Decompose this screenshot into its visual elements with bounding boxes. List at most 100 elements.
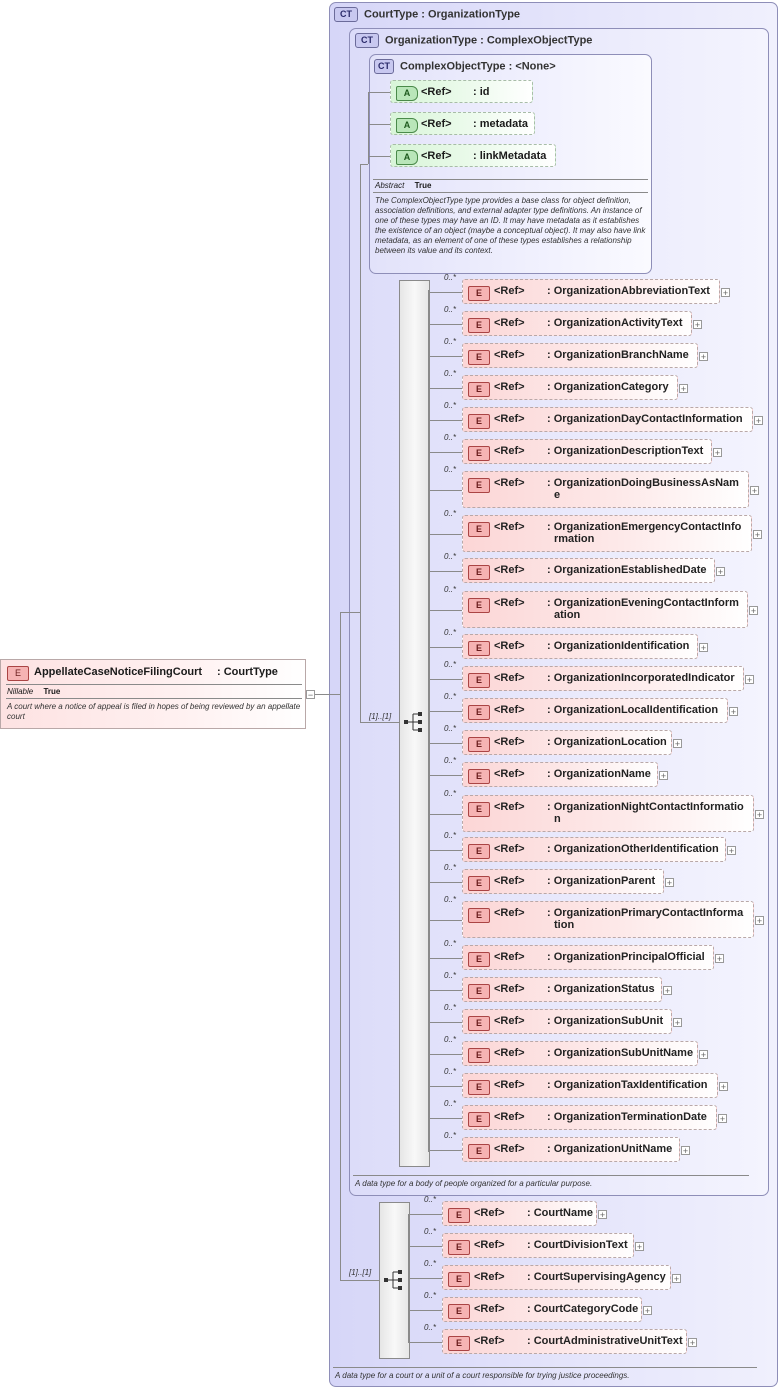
element-icon: E xyxy=(448,1208,470,1223)
expand-icon[interactable]: + xyxy=(663,986,672,996)
element-ref-box[interactable]: E<Ref>: OrganizationStatus xyxy=(462,977,662,1002)
expand-icon[interactable]: + xyxy=(750,486,759,496)
element-icon: E xyxy=(468,1048,490,1063)
expand-icon[interactable]: + xyxy=(672,1274,681,1284)
element-ref-box[interactable]: E<Ref>: OrganizationDayContactInformatio… xyxy=(462,407,753,432)
expand-icon[interactable]: + xyxy=(713,448,722,458)
element-ref-box[interactable]: E<Ref>: OrganizationPrimaryContactInform… xyxy=(462,901,754,938)
element-ref: <Ref> xyxy=(494,983,525,995)
element-ref-box[interactable]: E<Ref>: OrganizationLocalIdentification xyxy=(462,698,728,723)
expand-icon[interactable]: + xyxy=(688,1338,697,1348)
element-connector xyxy=(428,292,462,293)
element-name: : CourtName xyxy=(527,1207,593,1219)
attribute-icon: A xyxy=(396,86,418,101)
expand-icon[interactable]: + xyxy=(718,1114,727,1124)
complex-object-type-title[interactable]: ComplexObjectType : <None> xyxy=(400,60,556,73)
element-name-line2: e xyxy=(554,489,561,501)
element-ref-box[interactable]: E<Ref>: OrganizationIncorporatedIndicato… xyxy=(462,666,744,691)
expand-icon[interactable]: + xyxy=(715,954,724,964)
element-ref-box[interactable]: E<Ref>: CourtCategoryCode xyxy=(442,1297,642,1322)
element-ref: <Ref> xyxy=(494,907,525,919)
element-ref: <Ref> xyxy=(474,1335,505,1347)
element-ref-box[interactable]: E<Ref>: OrganizationIdentification xyxy=(462,634,698,659)
expand-icon[interactable]: + xyxy=(665,878,674,888)
element-ref-box[interactable]: E<Ref>: OrganizationPrincipalOfficial xyxy=(462,945,714,970)
element-name-line1: : CourtDivisionText xyxy=(527,1239,628,1251)
sequence-icon xyxy=(384,1270,402,1290)
element-ref-box[interactable]: E<Ref>: CourtAdministrativeUnitText xyxy=(442,1329,687,1354)
element-cardinality: 0..* xyxy=(424,1323,437,1332)
element-ref-box[interactable]: E<Ref>: OrganizationAbbreviationText xyxy=(462,279,720,304)
expand-icon[interactable]: + xyxy=(699,643,708,653)
expand-icon[interactable]: + xyxy=(755,916,764,926)
organization-type-doc: A data type for a body of people organiz… xyxy=(355,1179,593,1188)
element-ref: <Ref> xyxy=(494,597,525,609)
complex-type-icon: CT xyxy=(334,7,358,22)
expand-icon[interactable]: + xyxy=(699,352,708,362)
expand-icon[interactable]: + xyxy=(681,1146,690,1156)
element-ref-box[interactable]: E<Ref>: OrganizationBranchName xyxy=(462,343,698,368)
element-ref-box[interactable]: E<Ref>: OrganizationName xyxy=(462,762,658,787)
expand-icon[interactable]: + xyxy=(693,320,702,330)
expand-icon[interactable]: + xyxy=(755,810,764,820)
expand-icon[interactable]: + xyxy=(635,1242,644,1252)
expand-icon[interactable]: + xyxy=(699,1050,708,1060)
expand-icon[interactable]: + xyxy=(754,416,763,426)
element-icon: E xyxy=(468,673,490,688)
element-name-line1: : OrganizationPrimaryContactInforma xyxy=(547,907,744,919)
element-ref-box[interactable]: E<Ref>: OrganizationTerminationDate xyxy=(462,1105,717,1130)
expand-icon[interactable]: + xyxy=(598,1210,607,1220)
court-type-title[interactable]: CourtType : OrganizationType xyxy=(364,8,521,21)
element-icon: E xyxy=(468,737,490,752)
sequence-icon xyxy=(404,712,422,732)
element-cardinality: 0..* xyxy=(424,1259,437,1268)
expand-icon[interactable]: + xyxy=(643,1306,652,1316)
element-ref-box[interactable]: E<Ref>: OrganizationLocation xyxy=(462,730,672,755)
expand-icon[interactable]: + xyxy=(679,384,688,394)
element-ref-box[interactable]: E<Ref>: OrganizationDescriptionText xyxy=(462,439,712,464)
element-ref-box[interactable]: E<Ref>: OrganizationTaxIdentification xyxy=(462,1073,718,1098)
element-icon: E xyxy=(468,984,490,999)
type-connector xyxy=(360,164,368,165)
expand-icon[interactable]: + xyxy=(727,846,736,856)
element-icon: E xyxy=(7,666,29,681)
element-ref-box[interactable]: E<Ref>: OrganizationEveningContactInform… xyxy=(462,591,748,628)
element-cardinality: 0..* xyxy=(444,1099,457,1108)
expand-icon[interactable]: + xyxy=(673,739,682,749)
attribute-id[interactable]: A <Ref> : id xyxy=(390,80,533,103)
element-ref-box[interactable]: E<Ref>: OrganizationSubUnitName xyxy=(462,1041,698,1066)
expand-icon[interactable]: + xyxy=(729,707,738,717)
element-ref-box[interactable]: E<Ref>: OrganizationOtherIdentification xyxy=(462,837,726,862)
expand-icon[interactable]: + xyxy=(753,530,762,540)
element-ref: <Ref> xyxy=(494,640,525,652)
element-ref-box[interactable]: E<Ref>: OrganizationEstablishedDate xyxy=(462,558,715,583)
collapse-icon[interactable]: − xyxy=(306,690,315,700)
organization-type-title[interactable]: OrganizationType : ComplexObjectType xyxy=(385,34,593,47)
element-ref-box[interactable]: E<Ref>: CourtDivisionText xyxy=(442,1233,634,1258)
element-ref-box[interactable]: E<Ref>: CourtName xyxy=(442,1201,597,1226)
expand-icon[interactable]: + xyxy=(749,606,758,616)
element-ref-box[interactable]: E<Ref>: OrganizationUnitName xyxy=(462,1137,680,1162)
expand-icon[interactable]: + xyxy=(721,288,730,298)
element-ref-box[interactable]: E<Ref>: CourtSupervisingAgency xyxy=(442,1265,671,1290)
element-ref-box[interactable]: E<Ref>: OrganizationParent xyxy=(462,869,664,894)
root-element[interactable]: E AppellateCaseNoticeFilingCourt : Court… xyxy=(0,659,306,729)
expand-icon[interactable]: + xyxy=(673,1018,682,1028)
expand-icon[interactable]: + xyxy=(659,771,668,781)
element-ref-box[interactable]: E<Ref>: OrganizationCategory xyxy=(462,375,678,400)
element-icon: E xyxy=(468,769,490,784)
attribute-metadata[interactable]: A <Ref> : metadata xyxy=(390,112,535,135)
attribute-link-metadata[interactable]: A <Ref> : linkMetadata xyxy=(390,144,556,167)
element-ref: <Ref> xyxy=(494,704,525,716)
element-name: : OrganizationCategory xyxy=(547,381,669,393)
element-ref-box[interactable]: E<Ref>: OrganizationEmergencyContactInfo… xyxy=(462,515,752,552)
element-ref-box[interactable]: E<Ref>: OrganizationNightContactInformat… xyxy=(462,795,754,832)
expand-icon[interactable]: + xyxy=(716,567,725,577)
expand-icon[interactable]: + xyxy=(745,675,754,685)
expand-icon[interactable]: + xyxy=(719,1082,728,1092)
element-ref-box[interactable]: E<Ref>: OrganizationSubUnit xyxy=(462,1009,672,1034)
element-ref-box[interactable]: E<Ref>: OrganizationActivityText xyxy=(462,311,692,336)
